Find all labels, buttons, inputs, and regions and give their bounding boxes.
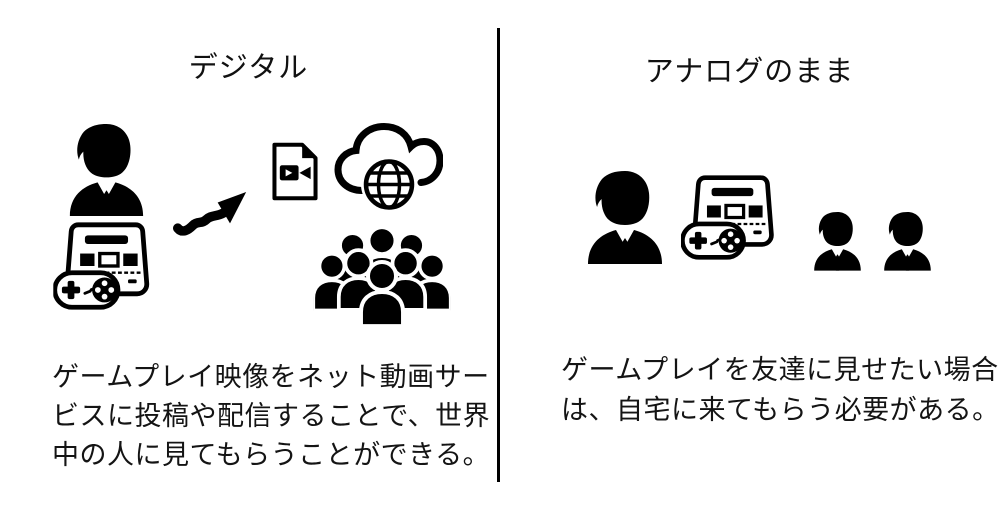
panel-divider <box>496 28 500 482</box>
friend-icon <box>806 207 869 275</box>
left-panel-title: デジタル <box>188 52 309 84</box>
right-panel-description: ゲームプレイを友達に見せたい場合 は、自宅に来てもらう必要がある。 <box>561 350 1000 430</box>
businessman-icon <box>574 167 676 267</box>
right-panel-title: アナログのまま <box>644 56 855 88</box>
left-panel-description: ゲームプレイ映像をネット動画サー ビスに投稿や配信することで、世界 中の人に見て… <box>52 358 490 475</box>
rising-zigzag-arrow-icon <box>173 188 249 236</box>
right-description-line-1: ゲームプレイを友達に見せたい場合 <box>561 355 999 385</box>
left-panel: デジタル ゲームプレイ映像をネット動画サー ビスに投稿や配信することで、世界 中… <box>0 0 497 513</box>
left-description-line-2: ビスに投稿や配信することで、世界 <box>52 401 491 431</box>
left-description-line-3: 中の人に見てもらうことができる。 <box>52 440 491 470</box>
retro-game-console-icon <box>53 220 159 312</box>
businessman-icon <box>57 119 156 220</box>
retro-game-console-icon <box>681 173 783 262</box>
friend-icon <box>876 207 939 275</box>
right-description-line-2: は、自宅に来てもらう必要がある。 <box>561 395 1000 425</box>
right-panel: アナログのまま ゲームプレイを友達に見せたい場合 は、自宅に来てもらう必要がある… <box>499 0 1000 513</box>
crowd-icon <box>312 221 452 331</box>
video-file-icon <box>270 142 320 201</box>
cloud-internet-globe-icon <box>331 118 443 215</box>
left-description-line-1: ゲームプレイ映像をネット動画サー <box>52 362 490 392</box>
